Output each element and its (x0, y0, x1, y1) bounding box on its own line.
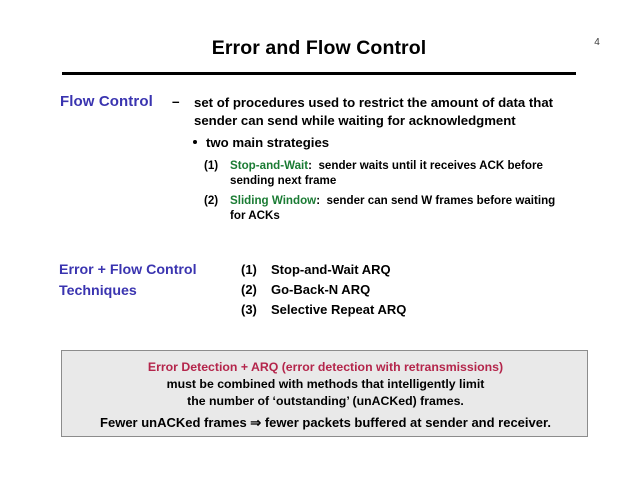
strategies-bullet-item: two main strategies (193, 135, 329, 150)
strategies-bullet-label: two main strategies (206, 135, 330, 150)
summary-line-conclusion: Fewer unACKed frames ⇒ fewer packets buf… (100, 415, 551, 430)
summary-line-3: the number of ‘outstanding’ (unACKed) fr… (187, 394, 464, 408)
arq-number: (3) (241, 302, 257, 317)
strategy-term: Sliding Window (230, 194, 317, 207)
list-item: (2) Go-Back-N ARQ (241, 280, 406, 300)
strategy-number: (1) (204, 159, 219, 172)
arq-label: Selective Repeat ARQ (271, 302, 407, 317)
arq-label: Stop-and-Wait ARQ (271, 262, 391, 277)
page-title: Error and Flow Control (211, 37, 427, 59)
strategy-body: Sliding Window: sender can send W frames… (230, 193, 564, 223)
summary-callout-box: Error Detection + ARQ (error detection w… (61, 350, 588, 437)
flow-control-heading: Flow Control (60, 93, 153, 110)
summary-line-heading: Error Detection + ARQ (error detection w… (147, 360, 504, 374)
title-divider (62, 72, 576, 75)
strategy-detail: sender waits until it receives ACK befor… (230, 159, 543, 188)
flow-control-description: set of procedures used to restrict the a… (194, 95, 554, 128)
bullet-dot-icon (193, 140, 197, 144)
strategy-number: (2) (204, 194, 219, 207)
techniques-heading: Error + Flow Control Techniques (59, 262, 197, 299)
strategy-item-stop-and-wait: (1) Stop-and-Wait: sender waits until it… (204, 158, 564, 188)
list-item: (3) Selective Repeat ARQ (241, 300, 406, 320)
strategy-separator: : (308, 159, 313, 172)
arq-number: (2) (241, 282, 257, 297)
list-item: (1) Stop-and-Wait ARQ (241, 260, 406, 280)
summary-line-2: must be combined with methods that intel… (166, 377, 485, 391)
strategy-item-sliding-window: (2) Sliding Window: sender can send W fr… (204, 193, 564, 223)
arq-techniques-list: (1) Stop-and-Wait ARQ (2) Go-Back-N ARQ … (241, 260, 406, 320)
strategy-detail: sender can send W frames before waiting … (230, 194, 556, 223)
strategy-term: Stop-and-Wait (230, 159, 309, 172)
strategy-separator: : (316, 194, 321, 207)
arq-label: Go-Back-N ARQ (271, 282, 371, 297)
arq-number: (1) (241, 262, 257, 277)
page-number: 4 (594, 37, 600, 48)
flow-control-dash: – (172, 94, 180, 109)
strategy-body: Stop-and-Wait: sender waits until it rec… (230, 158, 564, 188)
